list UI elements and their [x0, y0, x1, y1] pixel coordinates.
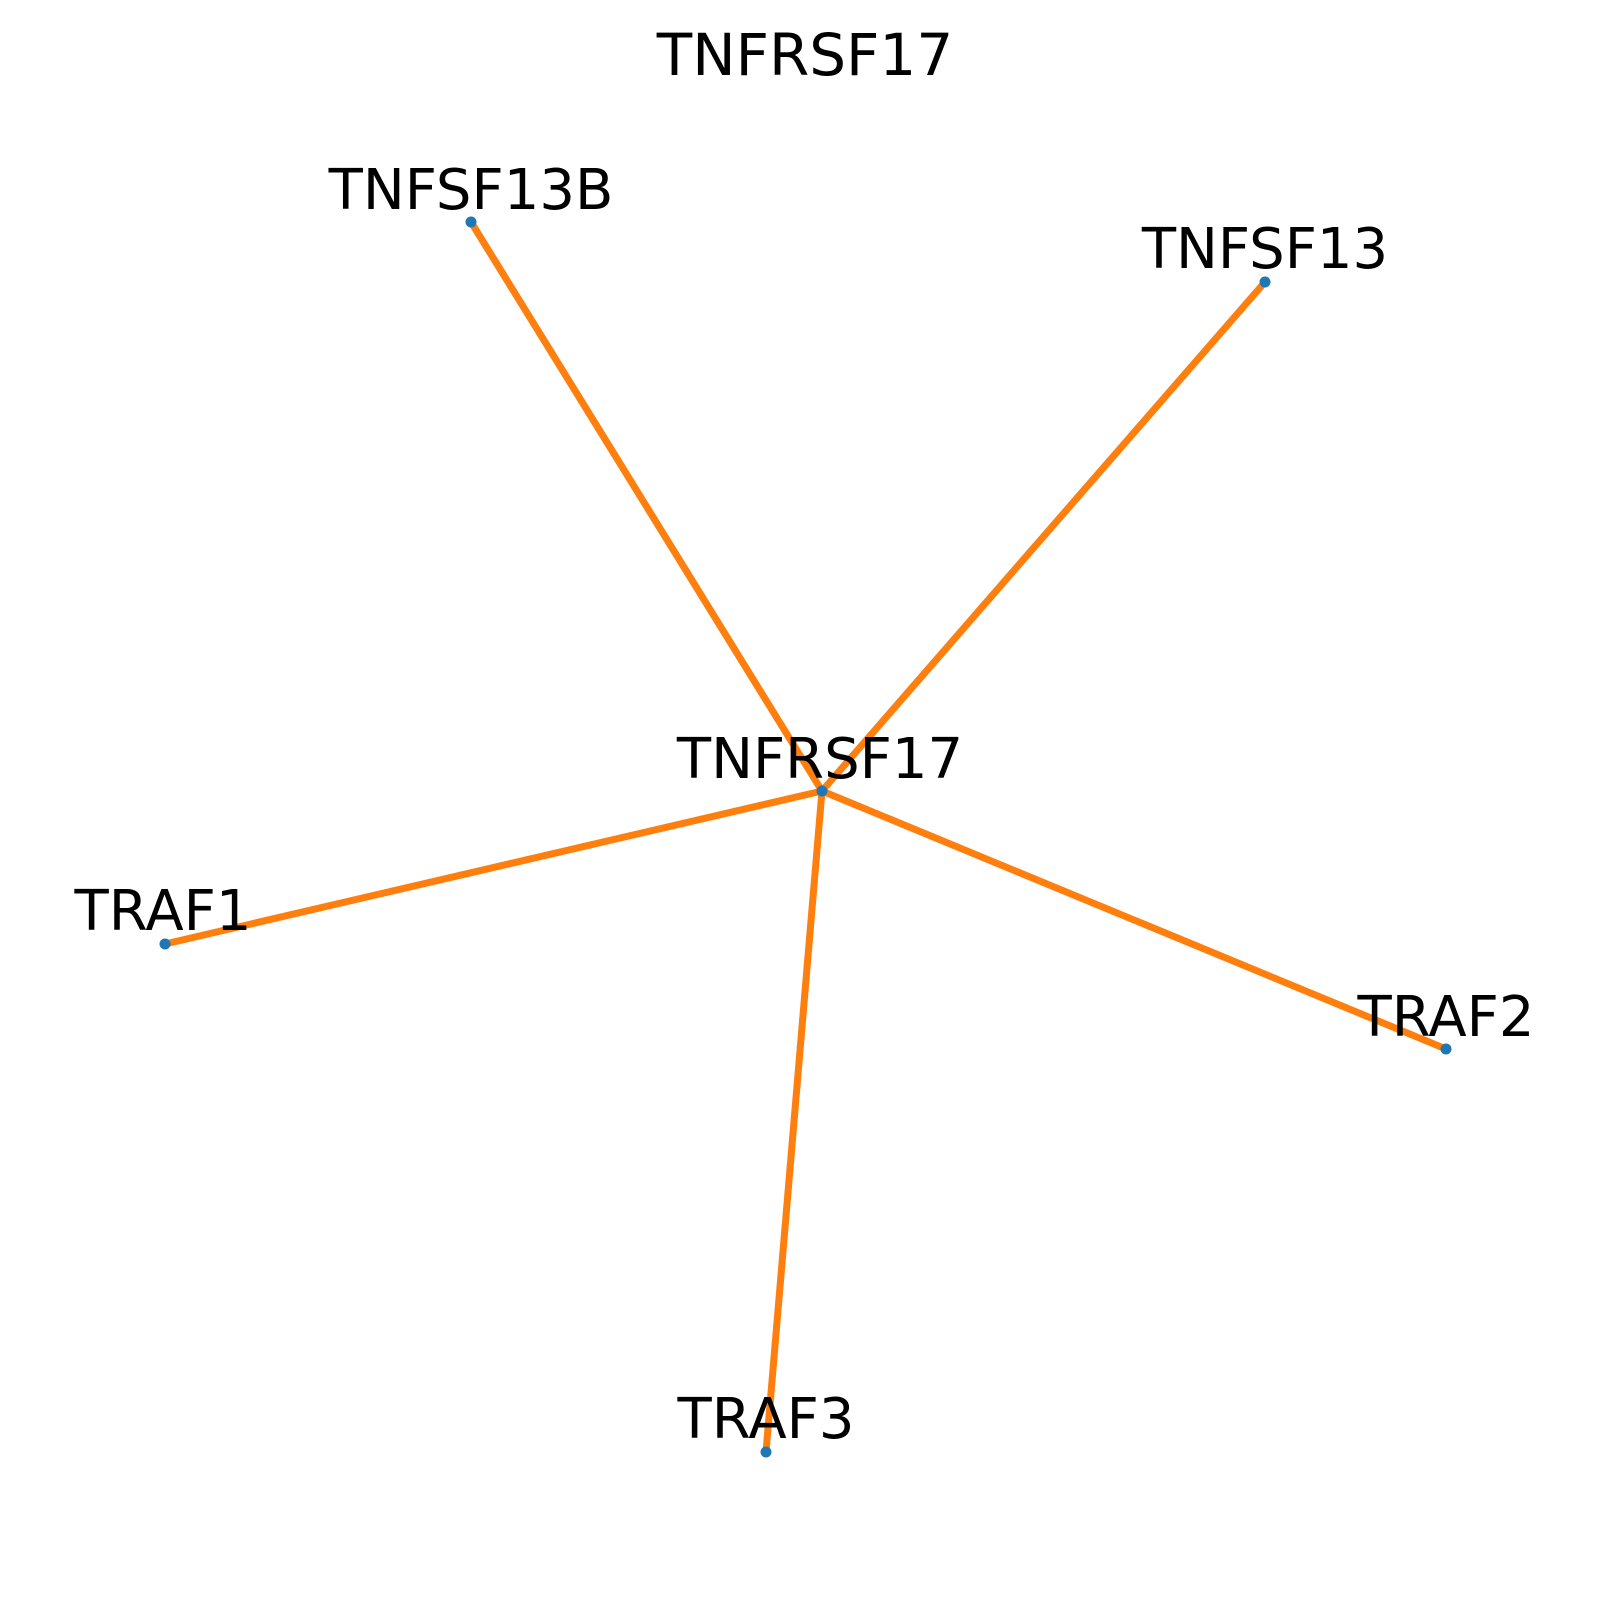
node-traf3	[760, 1446, 772, 1458]
node-label-traf1: TRAF1	[74, 879, 252, 944]
diagram-title: TNFRSF17	[656, 21, 953, 89]
node-label-center: TNFRSF17	[676, 727, 963, 792]
node-label-traf2: TRAF2	[1357, 985, 1535, 1050]
node-label-traf3: TRAF3	[677, 1387, 855, 1452]
edge-center-tnfsf13	[819, 279, 1268, 794]
node-tnfsf13b	[465, 216, 477, 228]
edge-center-traf3	[762, 790, 826, 1453]
node-label-tnfsf13b: TNFSF13B	[328, 158, 614, 223]
node-traf2	[1440, 1043, 1452, 1055]
node-tnfsf13	[1259, 276, 1271, 288]
edge-center-traf1	[164, 787, 823, 948]
edge-layer	[164, 220, 1448, 1453]
node-center	[816, 785, 828, 797]
node-layer	[159, 216, 1452, 1458]
edge-center-traf2	[820, 787, 1448, 1053]
node-label-tnfsf13: TNFSF13	[1141, 217, 1388, 282]
node-traf1	[159, 938, 171, 950]
edge-center-tnfsf13b	[468, 220, 825, 793]
